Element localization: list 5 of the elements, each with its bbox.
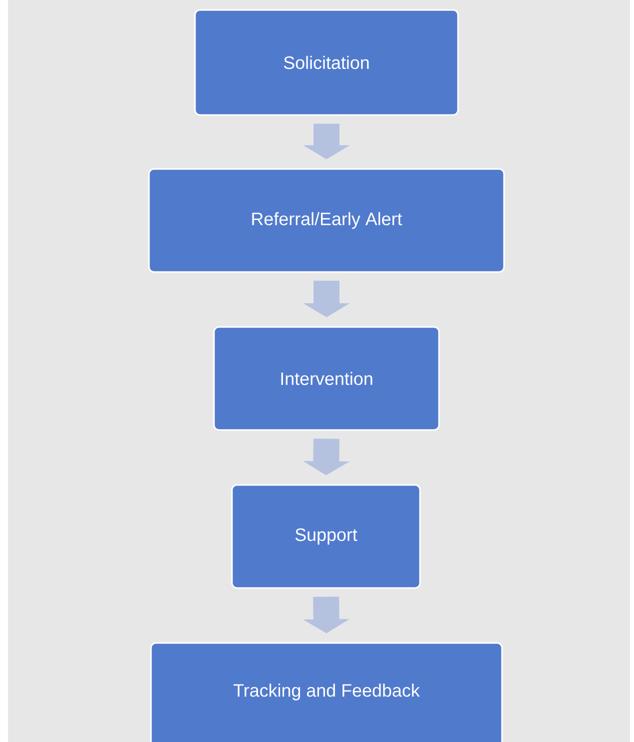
- process-box: Referral/Early Alert: [148, 168, 505, 273]
- process-box: Tracking and Feedback: [150, 642, 503, 742]
- process-box: Support: [231, 484, 421, 589]
- process-box: Solicitation: [194, 9, 459, 116]
- process-box: Intervention: [213, 326, 440, 431]
